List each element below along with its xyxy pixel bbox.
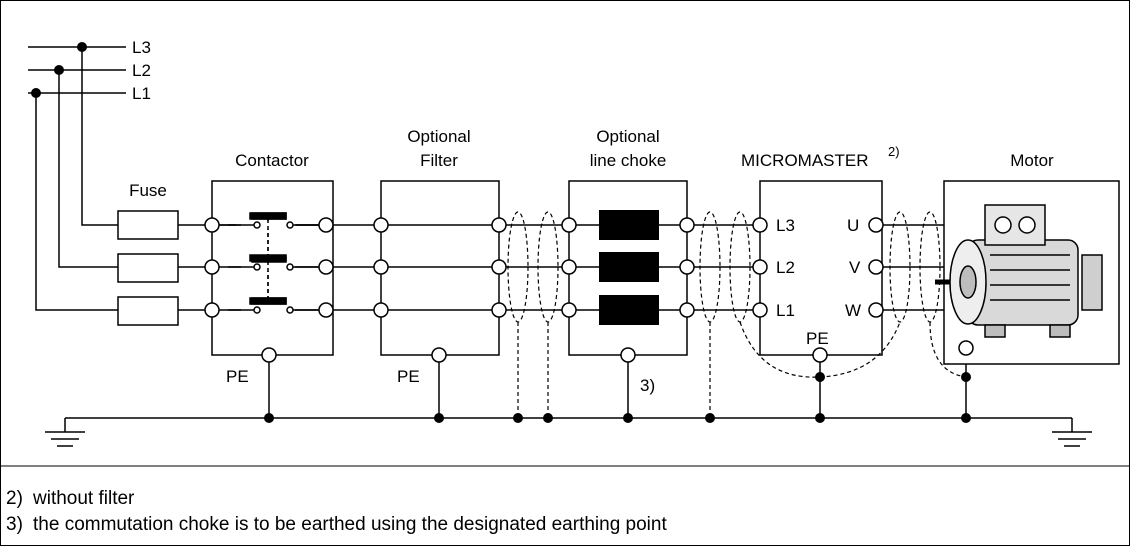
label-l2: L2: [132, 61, 151, 80]
drop-l1: [35, 93, 118, 311]
cable-shields: [507, 211, 967, 418]
terminals: [204, 217, 974, 363]
label-filter-1: Optional: [407, 127, 470, 146]
ground-icon: [45, 431, 1092, 447]
drop-l2: [58, 70, 118, 268]
footnote-2-num: 2): [6, 488, 23, 509]
footnote-2-text: without filter: [32, 488, 135, 509]
label-choke-2: line choke: [590, 151, 667, 170]
terminal-out-u: U: [847, 216, 859, 235]
label-choke-ref: 3): [640, 376, 655, 395]
label-contactor: Contactor: [235, 151, 309, 170]
label-choke-1: Optional: [596, 127, 659, 146]
label-pe-filter: PE: [397, 367, 420, 386]
fuse-l3: [117, 210, 179, 240]
motor-icon: [935, 204, 1103, 338]
label-pe-micromaster: PE: [806, 329, 829, 348]
terminal-in-l1: L1: [776, 301, 795, 320]
label-filter-2: Filter: [420, 151, 458, 170]
drop-l3: [81, 47, 118, 226]
filter-box: [380, 180, 500, 356]
footnote-3-text: the commutation choke is to be earthed u…: [33, 514, 667, 535]
fuse-l1: [117, 296, 179, 326]
footnote-3-num: 3): [6, 514, 23, 535]
motor-box: [943, 180, 1120, 365]
terminal-in-l3: L3: [776, 216, 795, 235]
junction-dots: [31, 42, 971, 423]
label-micromaster: MICROMASTER: [741, 151, 869, 170]
label-l1: L1: [132, 84, 151, 103]
terminal-out-v: V: [849, 258, 861, 277]
label-l3: L3: [132, 38, 151, 57]
label-fuse: Fuse: [129, 181, 167, 200]
choke-inductors: [599, 210, 659, 325]
label-micromaster-sup: 2): [888, 144, 900, 159]
terminal-out-w: W: [845, 301, 861, 320]
terminal-in-l2: L2: [776, 258, 795, 277]
label-pe-contactor: PE: [226, 367, 249, 386]
fuse-l2: [117, 253, 179, 283]
label-motor: Motor: [1010, 151, 1054, 170]
